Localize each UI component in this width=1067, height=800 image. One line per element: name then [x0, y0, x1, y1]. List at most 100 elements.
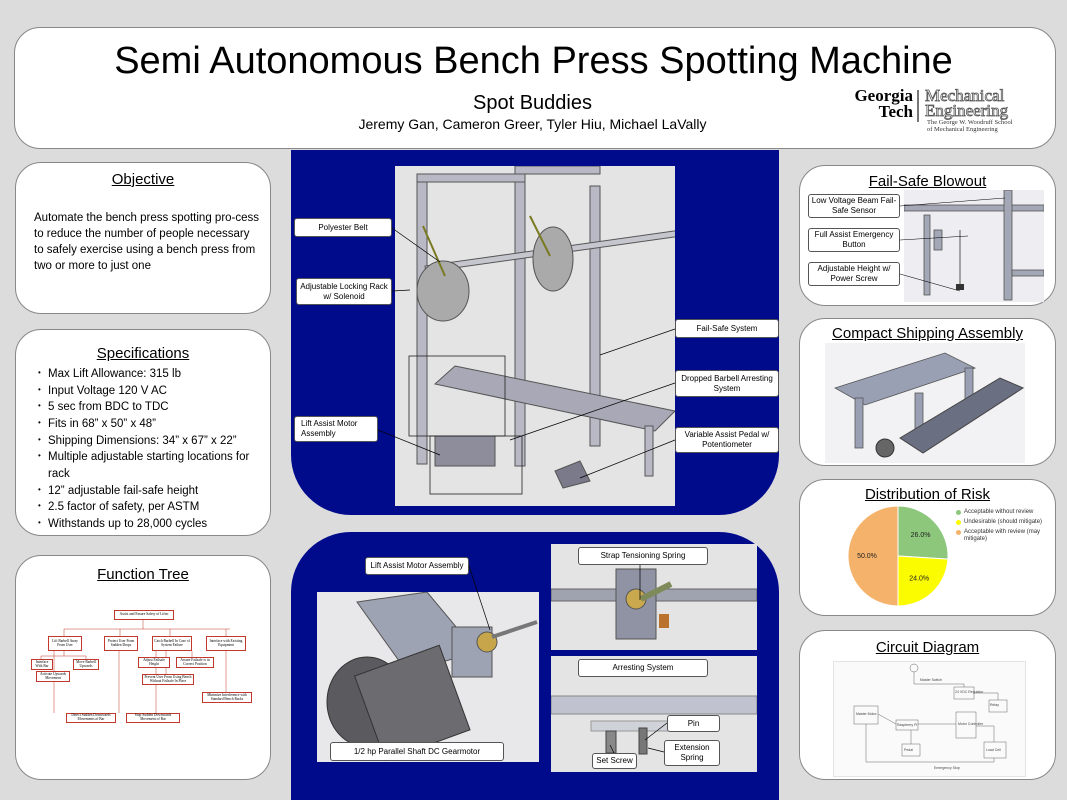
compact-shipping-title: Compact Shipping Assembly: [832, 325, 1023, 342]
function-node: Move Barbell Upwards: [73, 659, 99, 670]
arresting-drawing: [551, 695, 757, 755]
pie-slice: [897, 555, 949, 607]
callout-beam-sensor: Low Voltage Beam Fail-Safe Sensor: [808, 194, 900, 218]
pie-slice: [847, 505, 899, 607]
pie-data-label: 26.0%: [911, 532, 931, 539]
fail-safe-render: [904, 190, 1044, 302]
callout-locking-rack: Adjustable Locking Rack w/ Solenoid: [296, 278, 392, 305]
function-node: Detect Sudden Downwards Movements of Bar: [66, 713, 116, 723]
strap-spring-drawing: [551, 568, 757, 640]
function-node: Catch Barbell In Case of System Failure: [152, 636, 192, 651]
spec-item: Input Voltage 120 V AC: [38, 383, 268, 400]
callout-extension-spring: Extension Spring: [664, 740, 720, 766]
function-node: Minimize Interference with Standard Benc…: [202, 692, 252, 703]
function-node: Stop Sudden Downwards Movement of Bar: [126, 713, 180, 723]
logo-line-georgia: Georgia: [854, 86, 913, 105]
bench-assembly-drawing: [408, 166, 675, 495]
risk-panel: Distribution of Risk 26.0% 24.0% 50.0% Acc…: [799, 479, 1056, 616]
compact-shipping-drawing: [834, 352, 1025, 458]
function-node: Interface With Bar: [31, 659, 53, 670]
callout-arresting: Arresting System: [578, 659, 708, 677]
specifications-panel: Specifications Max Lift Allowance: 315 l…: [15, 329, 271, 536]
circuit-label: Load Cell: [986, 748, 1001, 752]
callout-fail-safe: Fail-Safe System: [675, 319, 779, 338]
callout-polyester-belt: Polyester Belt: [294, 218, 392, 237]
spec-item: Shipping Dimensions: 34” x 67” x 22”: [38, 433, 268, 450]
legend-label: Acceptable without review: [964, 509, 1034, 515]
circuit-label: Master Switch: [920, 678, 942, 682]
function-node: Prevent User From Using Bench Without Fa…: [142, 674, 194, 685]
objective-title: Objective: [111, 171, 175, 188]
function-node: Interface with Existing Equipment: [206, 636, 246, 651]
callout-dropped-barbell: Dropped Barbell Arresting System: [675, 370, 779, 397]
function-node: Activate Upwards Movement: [36, 671, 70, 682]
callout-gearmotor: 1/2 hp Parallel Shaft DC Gearmotor: [330, 742, 504, 761]
function-tree-connectors: [40, 620, 230, 713]
callout-strap-spring: Strap Tensioning Spring: [578, 547, 708, 565]
spec-item: 2.5 factor of safety, per ASTM: [38, 499, 268, 516]
callout-adjustable-height: Adjustable Height w/ Power Screw: [808, 262, 900, 286]
fail-safe-title: Fail-Safe Blowout: [868, 173, 987, 190]
legend-swatch-yellow: [956, 519, 961, 525]
function-node: Adjust Failsafe Height: [138, 657, 170, 668]
fail-safe-panel: Fail-Safe Blowout Low Voltage Beam Fail-…: [799, 165, 1056, 306]
poster-title: Semi Autonomous Bench Press Spotting Mac…: [114, 40, 953, 82]
compact-shipping-render: [825, 343, 1025, 463]
function-tree-title: Function Tree: [97, 566, 189, 583]
legend-item: Undesirable (should mitigate): [956, 519, 1052, 526]
pie-data-label: 50.0%: [857, 553, 877, 560]
author-list: Jeremy Gan, Cameron Greer, Tyler Hiu, Mi…: [358, 116, 707, 132]
compact-shipping-panel: Compact Shipping Assembly: [799, 318, 1056, 466]
strap-spring-render: [551, 544, 757, 650]
pie-data-label: 24.0%: [909, 576, 929, 583]
circuit-label: Emergency Stop: [934, 766, 960, 770]
callout-assist-pedal: Variable Assist Pedal w/ Potentiometer: [675, 427, 779, 453]
spec-item: Fits in 68” x 50” x 48”: [38, 416, 268, 433]
pie-slice: [897, 505, 949, 560]
function-node: Protect User From Sudden Drops: [104, 636, 138, 651]
objective-panel: Objective Automate the bench press spott…: [15, 162, 271, 314]
circuit-label: Motor Controller: [958, 722, 984, 726]
specifications-list: Max Lift Allowance: 315 lb Input Voltage…: [38, 366, 268, 533]
spec-item: 12” adjustable fail-safe height: [38, 483, 268, 500]
function-tree-panel: Function Tree Assist and Ensure Safety o…: [15, 555, 271, 780]
logo-line-mechanical: Mechanical: [925, 86, 1005, 105]
spec-item: Max Lift Allowance: 315 lb: [38, 366, 268, 383]
circuit-title: Circuit Diagram: [875, 639, 980, 656]
risk-legend: Acceptable without review Undesirable (s…: [956, 509, 1052, 546]
legend-item: Acceptable without review: [956, 509, 1052, 516]
function-node: Assure Failsafe is in Correct Position: [176, 657, 214, 668]
legend-label: Undesirable (should mitigate): [964, 518, 1043, 525]
circuit-wires: [853, 663, 1008, 763]
logo-sub-1: The George W. Woodruff School: [927, 119, 1013, 126]
specifications-title: Specifications: [96, 345, 190, 362]
legend-label: Acceptable with review (may mitigate): [964, 528, 1041, 542]
circuit-label: Relay: [990, 703, 999, 707]
legend-item: Acceptable with review (may mitigate): [956, 529, 1052, 543]
objective-text: Automate the bench press spotting pro-ce…: [34, 212, 260, 273]
function-node: Lift Barbell Away From User: [48, 636, 82, 651]
spec-item: 5 sec from BDC to TDC: [38, 399, 268, 416]
risk-title: Distribution of Risk: [864, 486, 991, 503]
bench-assembly-render: [395, 166, 675, 506]
logo-line-tech: Tech: [878, 102, 913, 121]
circuit-label: Master Motor: [856, 712, 877, 716]
callout-motor-assembly: Lift Assist Motor Assembly: [365, 557, 469, 575]
spec-item: Multiple adjustable starting locations f…: [38, 449, 268, 482]
callout-set-screw: Set Screw: [592, 753, 637, 769]
callout-emergency-button: Full Assist Emergency Button: [808, 228, 900, 252]
spec-item: Withstands up to 28,000 cycles: [38, 516, 268, 533]
risk-pie-chart: 26.0% 24.0% 50.0%: [847, 505, 949, 607]
gearmotor-render: [317, 592, 539, 762]
callout-lift-assist: Lift Assist Motor Assembly: [294, 416, 378, 442]
function-node-root: Assist and Ensure Safety of Lifter: [114, 610, 174, 620]
legend-swatch-green: [956, 510, 961, 515]
fail-safe-leaders: [899, 197, 1006, 292]
fail-safe-drawing: [904, 190, 1044, 301]
legend-swatch-orange: [956, 529, 961, 535]
team-name: Spot Buddies: [473, 92, 592, 114]
callout-pin: Pin: [667, 715, 720, 732]
circuit-label: Pedal: [904, 748, 913, 752]
